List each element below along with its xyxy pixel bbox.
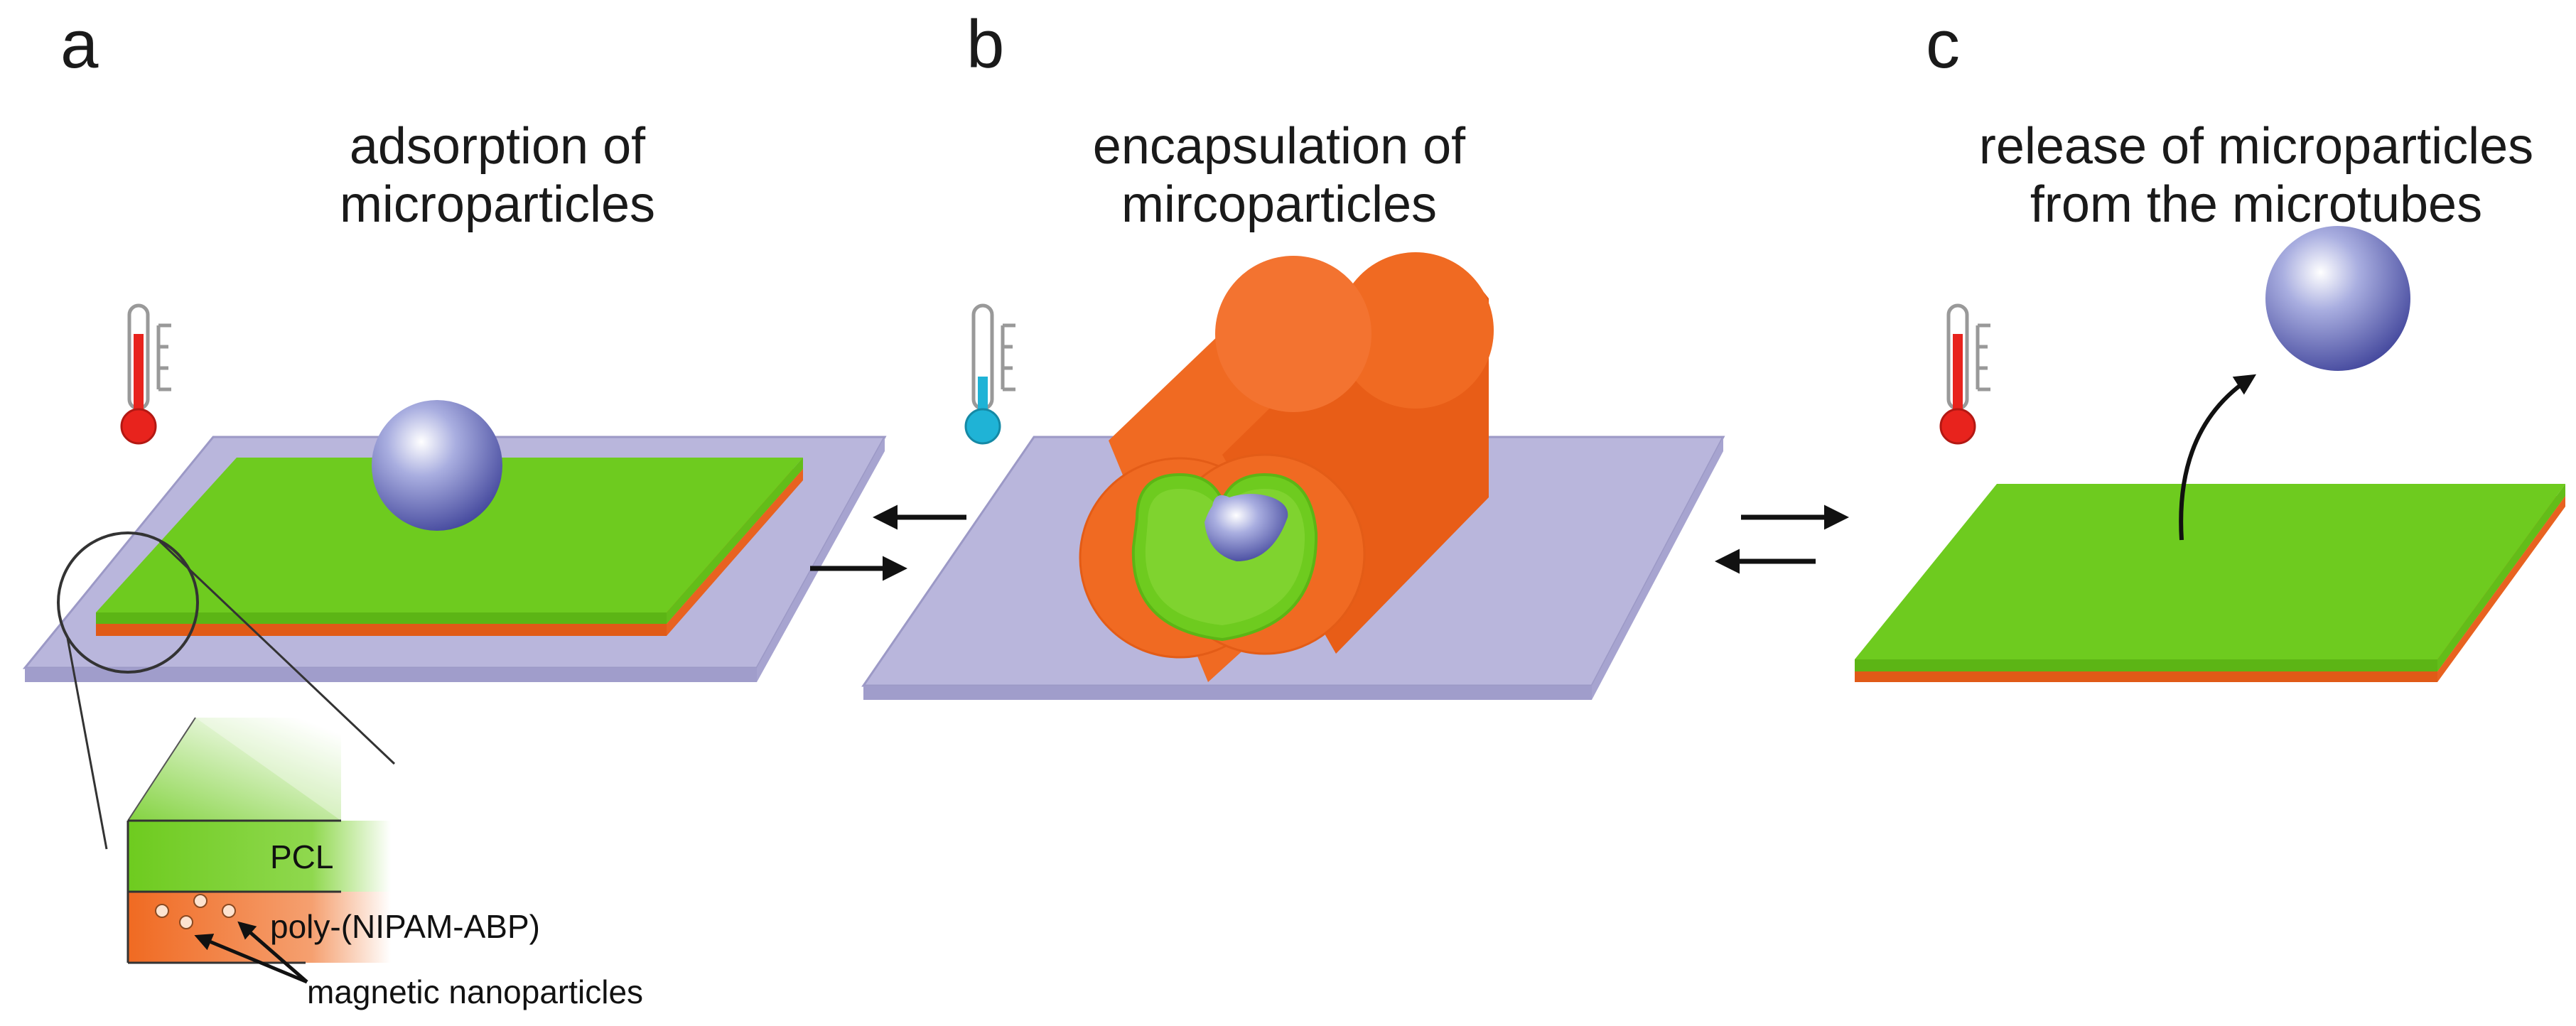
thermometer-cold-icon <box>964 303 1015 445</box>
layer-inset <box>126 717 391 984</box>
caption-b-line1: encapsulation of <box>1093 118 1466 175</box>
tube-back-cap <box>1337 252 1494 409</box>
caption-c-line1: release of microparticles <box>1979 118 2533 175</box>
caption-a-line1: adsorption of <box>350 118 646 175</box>
pointer-arrow <box>237 921 308 983</box>
caption-a-line2: microparticles <box>340 176 655 233</box>
zoom-line-left <box>66 637 108 850</box>
reversible-arrow-icon <box>1715 504 1849 574</box>
panel-letter-c: c <box>1926 6 1960 82</box>
reversible-arrow-icon <box>810 504 966 581</box>
panel-c-bilayer <box>1855 484 2565 682</box>
label-polymer: poly-(NIPAM-ABP) <box>270 908 540 945</box>
released-microparticle <box>2265 226 2410 371</box>
nanoparticle <box>222 904 236 918</box>
nanoparticle <box>193 894 208 908</box>
panel-a-bilayer <box>96 458 803 636</box>
magnifier-circle-icon <box>57 531 199 674</box>
label-pcl: PCL <box>270 838 333 875</box>
caption-c-line2: from the microtubes <box>2030 176 2482 233</box>
rolled-microtube <box>1079 252 1494 682</box>
tube-back-cap <box>1215 256 1371 412</box>
thermometer-hot-icon <box>1939 303 1990 445</box>
encapsulated-microparticle <box>1205 494 1288 561</box>
microparticle-sphere-a <box>372 400 502 531</box>
panel-letter-b: b <box>966 6 1004 82</box>
caption-b-line2: mircoparticles <box>1121 176 1437 233</box>
pointer-arrow <box>194 934 308 984</box>
label-nanoparticles: magnetic nanoparticles <box>307 973 643 1010</box>
thermometer-hot-icon <box>120 303 171 445</box>
curved-arrow-icon <box>2179 374 2257 541</box>
panel-letter-a: a <box>60 6 99 82</box>
nanoparticle <box>179 915 193 929</box>
nanoparticle <box>155 904 169 918</box>
zoom-line-right <box>158 540 396 765</box>
